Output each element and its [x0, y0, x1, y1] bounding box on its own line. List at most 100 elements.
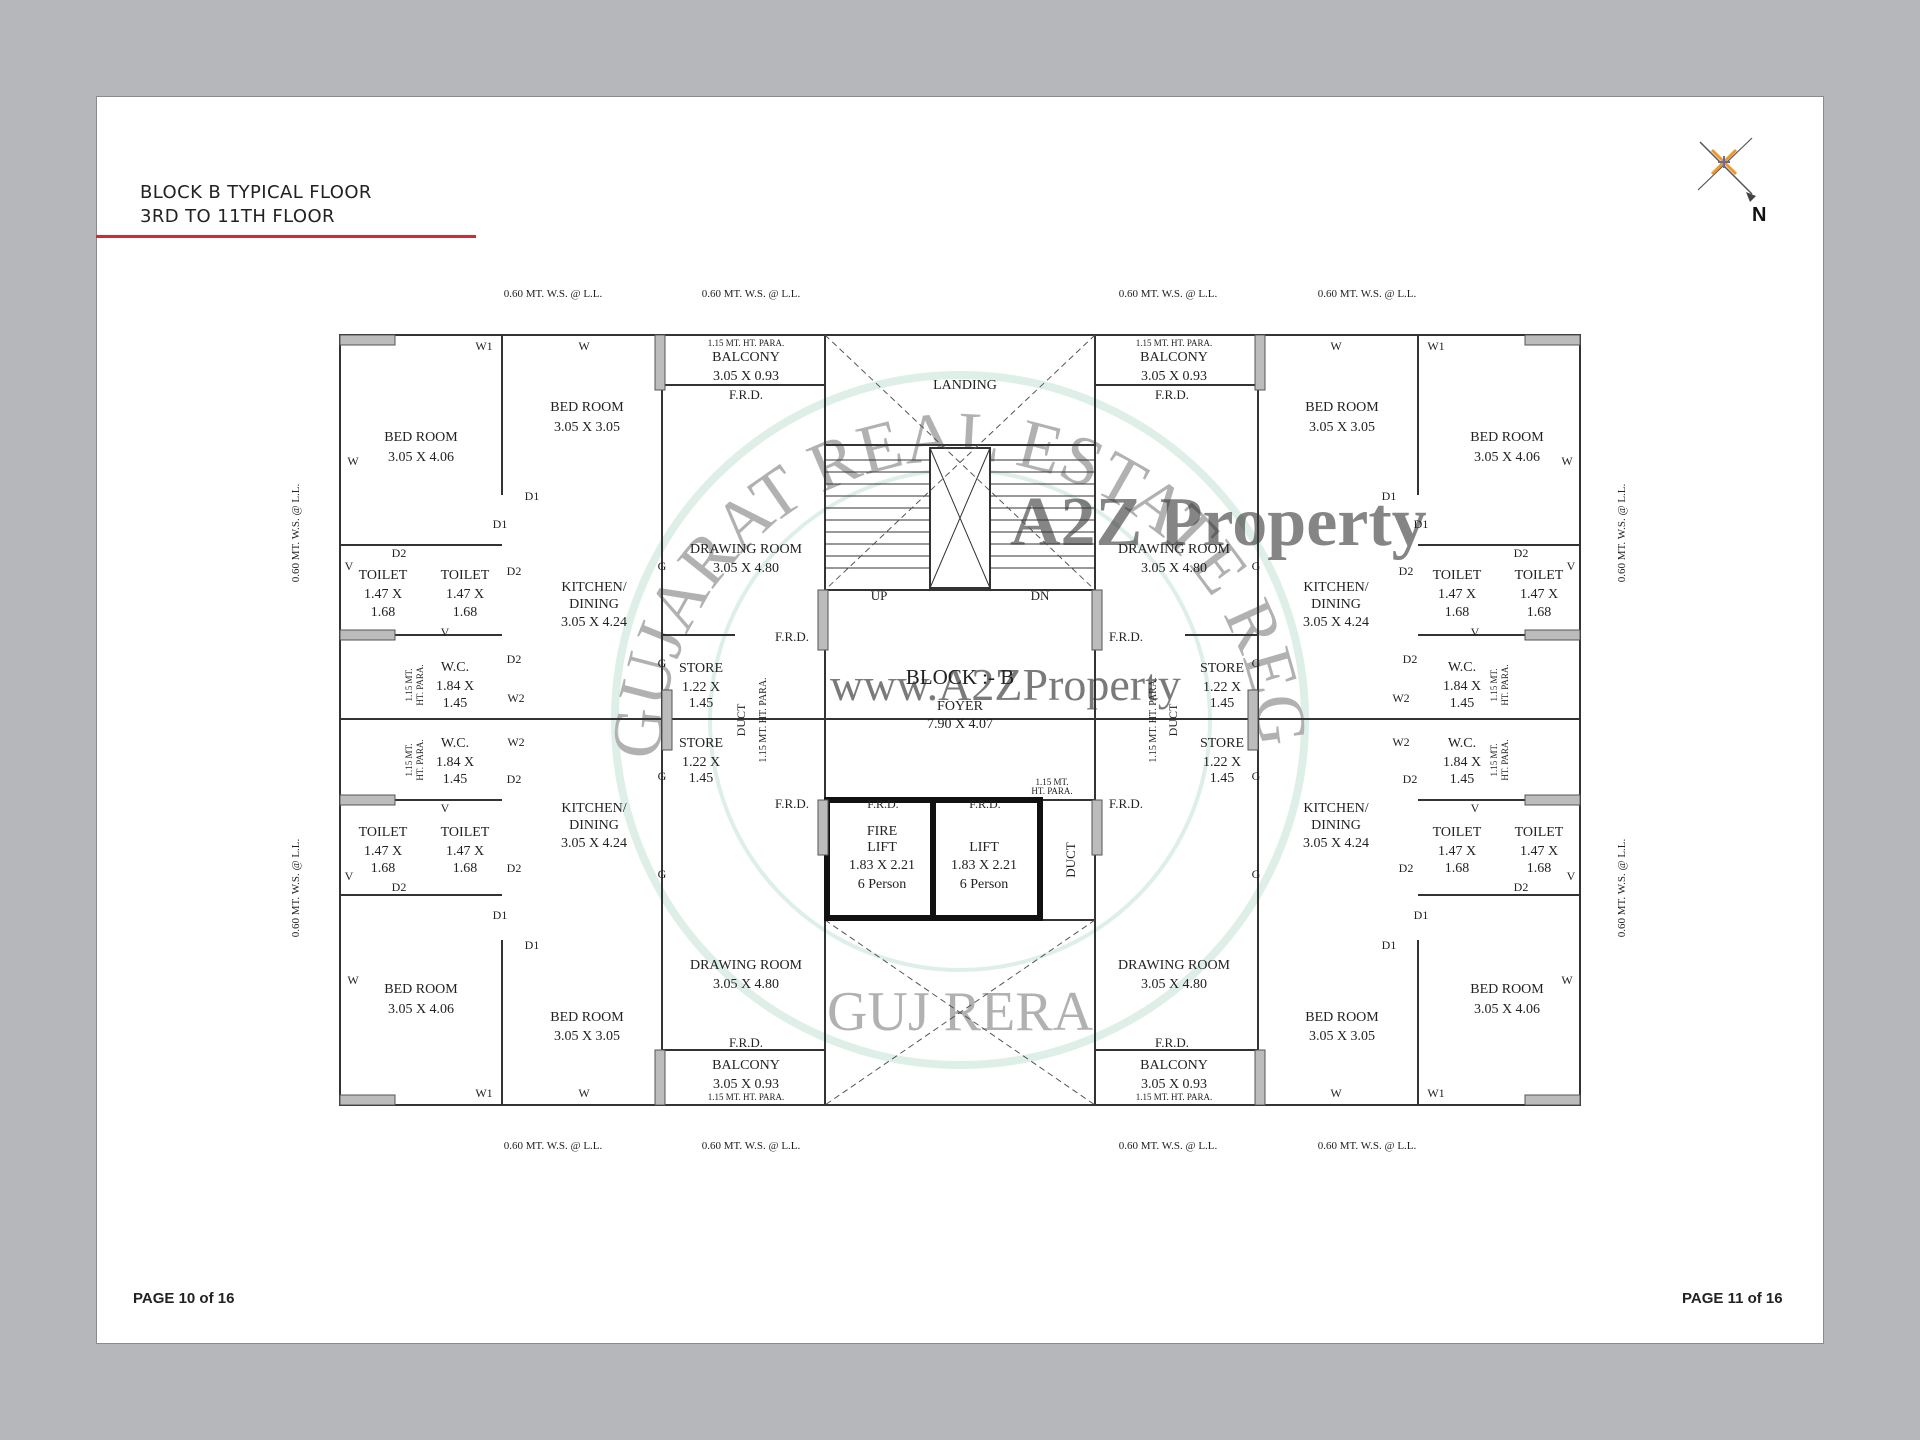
fire-lift-capacity: 6 Person [858, 877, 907, 892]
br-balcony-size: 3.05 X 0.93 [1141, 1077, 1207, 1092]
br-kitchen-size: 3.05 X 4.24 [1303, 836, 1369, 851]
mark-d2: D2 [507, 652, 522, 666]
tr-wc-name: W.C. [1448, 660, 1476, 675]
tl-bed-large-size: 3.05 X 4.06 [388, 450, 454, 465]
tr-balcony-size: 3.05 X 0.93 [1141, 369, 1207, 384]
tl-kitchen-line2: DINING [569, 597, 619, 612]
tl-wc-size2: 1.45 [443, 696, 468, 711]
columns [339, 334, 1581, 1106]
mark-g: G [658, 769, 667, 783]
para-wc-left-4: HT. PARA. [415, 739, 425, 780]
br-toilet1-size1: 1.47 X [1438, 844, 1476, 859]
tr-store-name: STORE [1200, 661, 1244, 676]
ws-left-1: 0.60 MT. W.S. @ L.L. [290, 483, 302, 582]
mark-g: G [1252, 769, 1261, 783]
tl-drawing-name: DRAWING ROOM [690, 542, 803, 557]
tr-frd: F.R.D. [1155, 387, 1189, 402]
page-number-right: PAGE 11 of 16 [1682, 1290, 1783, 1307]
mark-w: W [1561, 454, 1573, 468]
tr-balcony-para: 1.15 MT. HT. PARA. [1136, 338, 1213, 348]
tl-toilet1-size2: 1.68 [371, 605, 396, 620]
tr-wc-size2: 1.45 [1450, 696, 1475, 711]
tr-toilet2-size2: 1.68 [1527, 605, 1552, 620]
para-wc-right-2: HT. PARA. [1500, 664, 1510, 705]
ws-bottom-1: 0.60 MT. W.S. @ L.L. [504, 1140, 603, 1152]
tl-bed-small-name: BED ROOM [550, 400, 624, 415]
bl-toilet2-size1: 1.47 X [446, 844, 484, 859]
para-wc-right-1: 1.15 MT. [1489, 668, 1499, 701]
tr-bed-large-name: BED ROOM [1470, 430, 1544, 445]
br-toilet2-size2: 1.68 [1527, 861, 1552, 876]
page-title: BLOCK B TYPICAL FLOOR 3RD TO 11TH FLOOR [140, 181, 372, 229]
tl-balcony-name: BALCONY [712, 350, 780, 365]
ws-bottom-3: 0.60 MT. W.S. @ L.L. [1119, 1140, 1218, 1152]
bl-bed-small-name: BED ROOM [550, 1010, 624, 1025]
bl-toilet1-name: TOILET [359, 825, 408, 840]
tl-kitchen-line1: KITCHEN/ [561, 580, 626, 595]
wall-lines [339, 334, 1581, 1106]
tr-frd-2: F.R.D. [1109, 629, 1143, 644]
tl-wc-size1: 1.84 X [436, 679, 474, 694]
duct-left: DUCT [734, 703, 748, 736]
br-wc-size1: 1.84 X [1443, 755, 1481, 770]
mark-w: W [578, 1086, 590, 1100]
fire-lift-size: 1.83 X 2.21 [849, 858, 915, 873]
tr-toilet1-size1: 1.47 X [1438, 587, 1476, 602]
title-underline [96, 235, 476, 238]
mark-d1: D1 [1382, 489, 1397, 503]
tr-drawing-size: 3.05 X 4.80 [1141, 561, 1207, 576]
staircase [825, 447, 1095, 589]
bl-drawing-size: 3.05 X 4.80 [713, 977, 779, 992]
fire-lift-line1: FIRE [867, 824, 897, 839]
bl-kitchen-line2: DINING [569, 818, 619, 833]
window-sill-dimensions: 0.60 MT. W.S. @ L.L. 0.60 MT. W.S. @ L.L… [290, 288, 1628, 1152]
tl-toilet2-name: TOILET [441, 568, 490, 583]
url-watermark: www.A2ZProperty [830, 659, 1181, 710]
bl-bed-large-name: BED ROOM [384, 982, 458, 997]
mark-d1: D1 [525, 489, 540, 503]
bl-frd-2: F.R.D. [775, 796, 809, 811]
mark-w2: W2 [507, 735, 524, 749]
landing-label: LANDING [933, 378, 997, 393]
mark-g: G [658, 656, 667, 670]
tr-bed-large-size: 3.05 X 4.06 [1474, 450, 1540, 465]
tr-toilet2-name: TOILET [1515, 568, 1564, 583]
mark-v: V [1567, 869, 1576, 883]
br-toilet1-size2: 1.68 [1445, 861, 1470, 876]
bl-wc-name: W.C. [441, 736, 469, 751]
tl-wc-name: W.C. [441, 660, 469, 675]
br-toilet2-name: TOILET [1515, 825, 1564, 840]
mark-d2: D2 [507, 772, 522, 786]
foyer-name: FOYER [937, 699, 984, 714]
tr-kitchen-line1: KITCHEN/ [1303, 580, 1368, 595]
tl-toilet1-name: TOILET [359, 568, 408, 583]
br-bed-large-size: 3.05 X 4.06 [1474, 1002, 1540, 1017]
mark-d2: D2 [1399, 861, 1414, 875]
br-balcony-name: BALCONY [1140, 1058, 1208, 1073]
duct-right: DUCT [1166, 703, 1180, 736]
mark-g: G [1252, 559, 1261, 573]
tr-toilet2-size1: 1.47 X [1520, 587, 1558, 602]
mark-v: V [1567, 559, 1576, 573]
fire-lift-line2: LIFT [867, 840, 897, 855]
br-kitchen-line1: KITCHEN/ [1303, 801, 1368, 816]
mark-v: V [1471, 625, 1480, 639]
mark-v: V [441, 801, 450, 815]
door-window-marks: W1 W W D1 D1 D2 D2 V V D2 W2 W2 G G G G … [345, 339, 1576, 1100]
br-bed-small-name: BED ROOM [1305, 1010, 1379, 1025]
bl-store-size1: 1.22 X [682, 755, 720, 770]
tr-kitchen-line2: DINING [1311, 597, 1361, 612]
bl-wc-size2: 1.45 [443, 772, 468, 787]
tr-toilet1-size2: 1.68 [1445, 605, 1470, 620]
bl-kitchen-size: 3.05 X 4.24 [561, 836, 627, 851]
mark-w2: W2 [1392, 691, 1409, 705]
ws-bottom-4: 0.60 MT. W.S. @ L.L. [1318, 1140, 1417, 1152]
tl-toilet2-size1: 1.47 X [446, 587, 484, 602]
brand-watermark: A2Z Property [1010, 484, 1427, 561]
para-wc-left-3: 1.15 MT. [404, 743, 414, 776]
bl-toilet1-size2: 1.68 [371, 861, 396, 876]
ws-right-1: 0.60 MT. W.S. @ L.L. [1616, 483, 1628, 582]
tl-bed-small-size: 3.05 X 3.05 [554, 420, 620, 435]
lift-shafts [824, 797, 1043, 921]
para-wc-left-1: 1.15 MT. [404, 668, 414, 701]
